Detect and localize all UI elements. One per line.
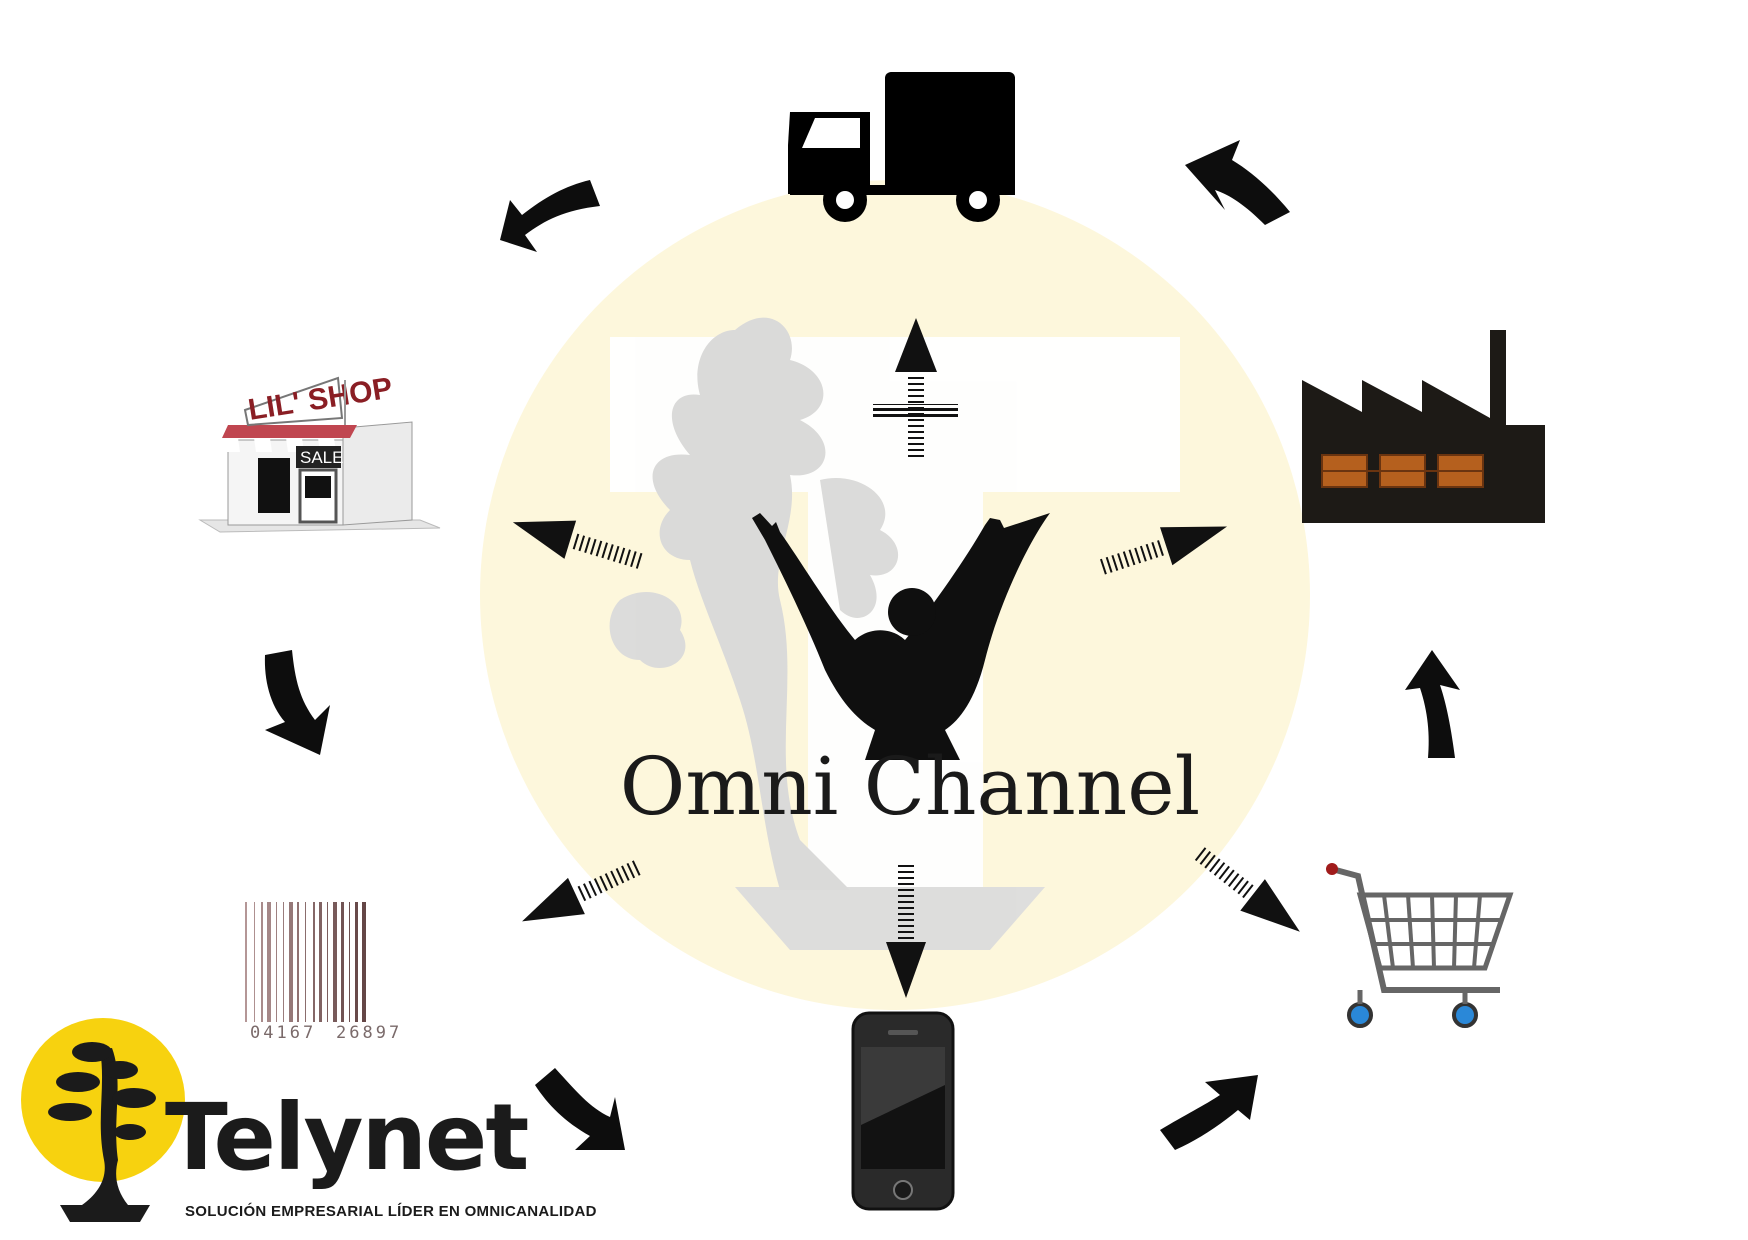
barcode-bar bbox=[341, 902, 344, 1022]
barcode-bar bbox=[245, 902, 247, 1022]
barcode-bar bbox=[305, 902, 306, 1022]
brand-logo bbox=[21, 1018, 185, 1222]
brand-tagline: SOLUCIÓN EMPRESARIAL LÍDER EN OMNICANALI… bbox=[185, 1203, 597, 1220]
dashed-arrow-lower-left bbox=[522, 860, 641, 922]
barcode-bar bbox=[362, 902, 366, 1022]
store-icon: SALE LIL' SHOP bbox=[198, 372, 441, 533]
dashed-arrow-down bbox=[886, 865, 926, 998]
barcode-bar bbox=[283, 902, 284, 1022]
barcode-bar bbox=[313, 902, 315, 1022]
barcode-bar bbox=[333, 902, 337, 1022]
barcode-bar bbox=[261, 902, 263, 1022]
delivery-truck-icon bbox=[788, 72, 1015, 222]
dashed-arrow-up bbox=[873, 318, 958, 457]
dashed-arrow-upper-right bbox=[1100, 526, 1228, 575]
barcode-bar bbox=[297, 902, 299, 1022]
curved-arrow bbox=[264, 650, 330, 755]
dashed-arrow-upper-left bbox=[512, 520, 643, 569]
barcode-bar bbox=[254, 902, 255, 1022]
curved-arrow bbox=[535, 1068, 625, 1150]
barcode-bar bbox=[289, 902, 293, 1022]
center-title: Omni Channel bbox=[619, 740, 1201, 833]
center-arrows bbox=[512, 318, 1300, 998]
barcode-bar bbox=[355, 902, 358, 1022]
bonsai-icon bbox=[48, 1042, 156, 1222]
barcode-bar bbox=[327, 902, 328, 1022]
person-icon bbox=[752, 513, 1050, 760]
smartphone-icon bbox=[851, 1011, 955, 1211]
barcode-left-digits: 04167 bbox=[250, 1023, 316, 1043]
barcode-icon bbox=[245, 902, 366, 1022]
barcode-bar bbox=[267, 902, 271, 1022]
barcode-bar bbox=[319, 902, 322, 1022]
brand-name: Telynet bbox=[165, 1084, 529, 1191]
curved-arrow bbox=[1185, 140, 1290, 225]
shopping-cart-icon bbox=[1326, 863, 1514, 1028]
curved-arrow bbox=[500, 180, 600, 252]
curved-arrow bbox=[1405, 650, 1460, 758]
factory-icon bbox=[1302, 330, 1545, 523]
barcode-right-digits: 26897 bbox=[336, 1023, 402, 1043]
dashed-arrow-lower-right bbox=[1194, 847, 1300, 932]
cycle-arrows bbox=[264, 140, 1460, 1150]
barcode-bar bbox=[276, 902, 277, 1022]
barcode-bar bbox=[349, 902, 350, 1022]
shop-window-text: SALE bbox=[300, 448, 343, 467]
curved-arrow bbox=[1160, 1075, 1258, 1150]
